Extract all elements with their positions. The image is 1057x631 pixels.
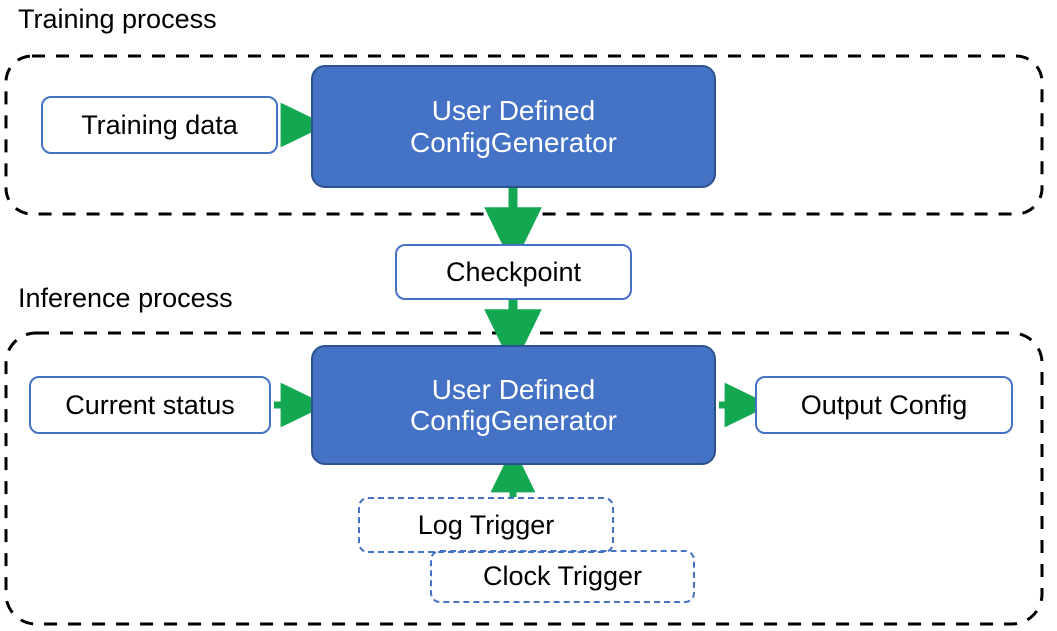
node-clock-trigger[interactable]: Clock Trigger — [430, 550, 695, 603]
training-generator-line-1: User Defined — [431, 95, 596, 127]
node-log-trigger[interactable]: Log Trigger — [358, 497, 614, 553]
inference-process-label: Inference process — [18, 283, 233, 313]
node-training-data[interactable]: Training data — [41, 96, 278, 154]
node-checkpoint[interactable]: Checkpoint — [395, 244, 632, 300]
node-inference-config-generator[interactable]: User Defined ConfigGenerator — [311, 345, 716, 465]
node-output-config[interactable]: Output Config — [755, 376, 1013, 434]
training-generator-line-2: ConfigGenerator — [409, 126, 617, 158]
inference-generator-line-1: User Defined — [431, 373, 596, 405]
inference-generator-line-2: ConfigGenerator — [409, 405, 617, 436]
node-current-status[interactable]: Current status — [29, 376, 271, 434]
node-training-config-generator[interactable]: User Defined ConfigGenerator — [311, 65, 716, 188]
training-process-label: Training process — [18, 4, 217, 34]
